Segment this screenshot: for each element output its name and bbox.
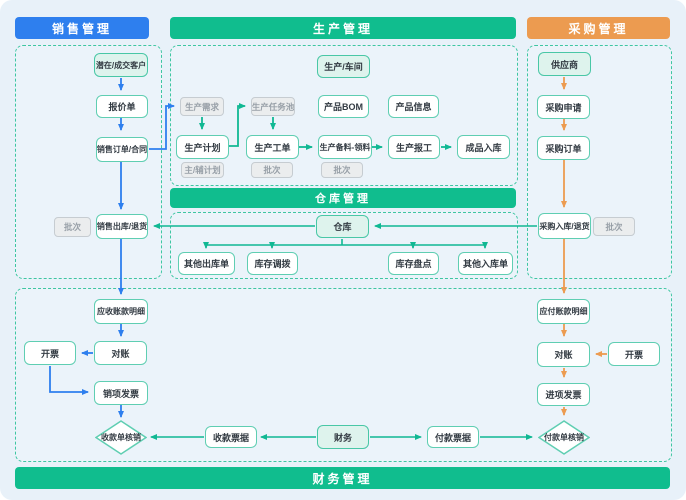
node-ap-detail[interactable]: 应付账款明细 — [537, 299, 590, 324]
node-ar-invoice[interactable]: 开票 — [24, 341, 76, 365]
sales-panel — [15, 45, 162, 279]
payment-writeoff-diamond-shape — [538, 420, 590, 455]
node-batch-workorder[interactable]: 批次 — [251, 162, 293, 178]
payment-writeoff-label: 付款单核销 — [544, 433, 584, 442]
node-sales-outbound[interactable]: 销售出库/退货 — [96, 214, 148, 239]
node-ap-invoice[interactable]: 开票 — [608, 342, 660, 366]
receipt-writeoff-diamond-shape — [95, 420, 147, 455]
node-work-order[interactable]: 生产工单 — [246, 135, 299, 159]
node-receipt-doc[interactable]: 收款票据 — [205, 426, 257, 448]
node-other-out[interactable]: 其他出库单 — [178, 252, 235, 275]
arrow-invoice-to-salesinvoice — [49, 366, 89, 395]
node-batch-material[interactable]: 批次 — [321, 162, 363, 178]
node-report-work[interactable]: 生产报工 — [388, 135, 440, 159]
node-task-pool[interactable]: 生产任务池 — [251, 97, 295, 116]
node-stocktake[interactable]: 库存盘点 — [388, 252, 439, 275]
node-sales-invoice[interactable]: 销项发票 — [94, 381, 148, 405]
node-product-bom[interactable]: 产品BOM — [318, 95, 369, 118]
node-sales-order[interactable]: 销售订单/合同 — [96, 137, 148, 162]
node-purchase-invoice[interactable]: 进项发票 — [537, 383, 590, 406]
node-warehouse[interactable]: 仓库 — [316, 215, 369, 238]
node-purchase-request[interactable]: 采购申请 — [537, 95, 590, 119]
section-header-purchase: 采购管理 — [527, 17, 670, 39]
section-header-sales: 销售管理 — [15, 17, 149, 39]
node-transfer[interactable]: 库存调拨 — [247, 252, 298, 275]
node-ar-detail[interactable]: 应收账款明细 — [94, 299, 148, 324]
node-batch-sales[interactable]: 批次 — [54, 217, 91, 237]
section-header-finance: 财务管理 — [15, 467, 670, 489]
node-payment-writeoff[interactable]: 付款单核销 — [538, 420, 590, 455]
node-material[interactable]: 生产备料-领料 — [318, 135, 372, 159]
receipt-writeoff-label: 收款单核销 — [101, 433, 141, 442]
purchase-panel — [527, 45, 672, 279]
node-other-in[interactable]: 其他入库单 — [458, 252, 513, 275]
node-batch-purchase[interactable]: 批次 — [593, 217, 635, 236]
section-header-production: 生产管理 — [170, 17, 516, 39]
node-prod-plan[interactable]: 生产计划 — [176, 135, 229, 159]
node-workshop[interactable]: 生产/车间 — [317, 55, 370, 78]
node-receipt-writeoff[interactable]: 收款单核销 — [95, 420, 147, 455]
node-prod-demand[interactable]: 生产需求 — [180, 97, 224, 116]
node-customer[interactable]: 潜在/成交客户 — [94, 53, 148, 77]
node-quotation[interactable]: 报价单 — [96, 95, 148, 118]
arrow-salesorder-to-proddemand — [149, 103, 175, 150]
node-purchase-inbound[interactable]: 采购入库/退货 — [538, 213, 591, 239]
node-finished-in[interactable]: 成品入库 — [457, 135, 510, 159]
node-product-info[interactable]: 产品信息 — [388, 95, 439, 118]
node-supplier[interactable]: 供应商 — [538, 52, 591, 76]
node-ar-reconcile[interactable]: 对账 — [94, 341, 147, 365]
node-payment-doc[interactable]: 付款票据 — [427, 426, 479, 448]
section-header-warehouse: 仓库管理 — [170, 188, 516, 208]
node-ap-reconcile[interactable]: 对账 — [537, 342, 590, 367]
node-finance[interactable]: 财务 — [317, 425, 369, 449]
node-purchase-order[interactable]: 采购订单 — [537, 136, 590, 160]
arrow-plan-to-taskpool — [229, 103, 246, 147]
node-plan-sub[interactable]: 主/辅计划 — [181, 162, 224, 178]
